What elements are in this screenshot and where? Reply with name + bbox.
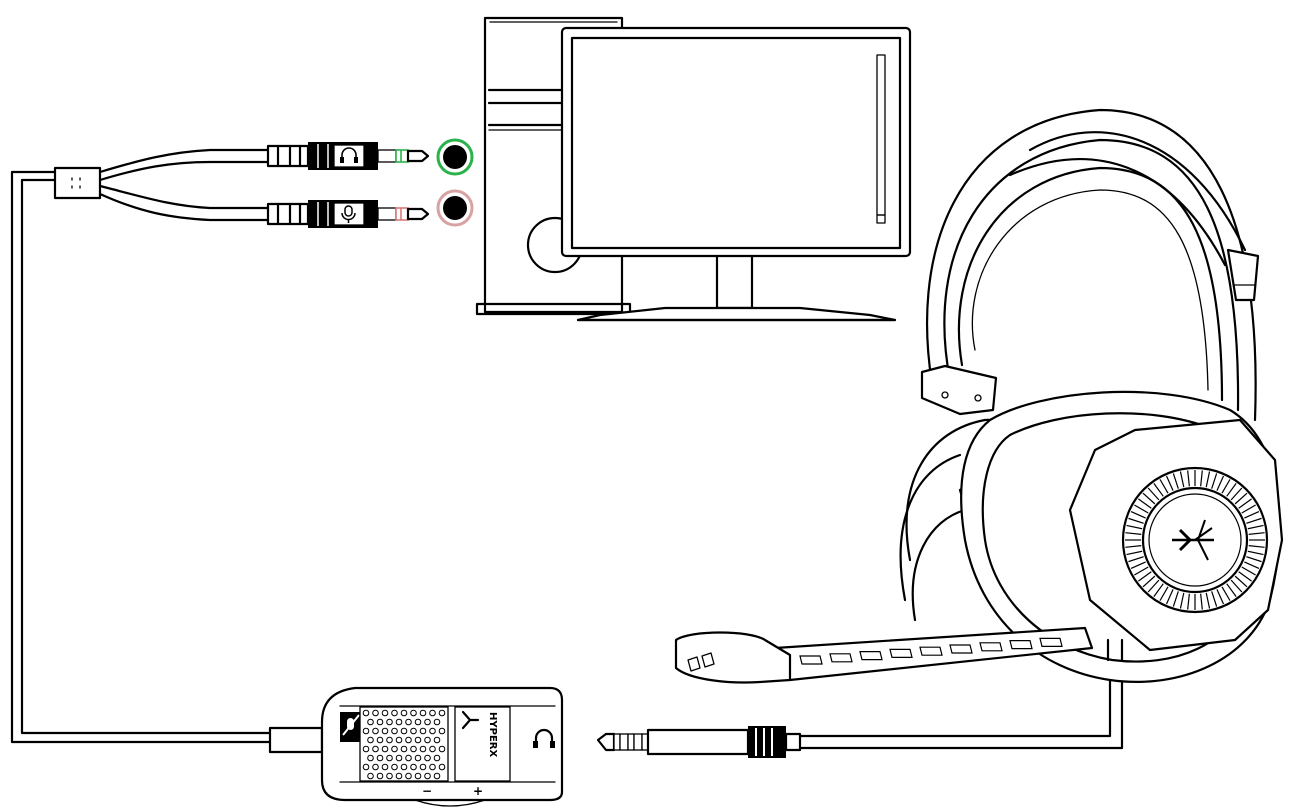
headset xyxy=(674,108,1284,684)
speaker-grille xyxy=(362,709,446,780)
headphone-plug xyxy=(266,142,430,170)
headset-plug xyxy=(596,658,1124,758)
mic-plug xyxy=(266,200,430,228)
headphone-icon xyxy=(533,728,555,748)
svg-text:+: + xyxy=(473,784,483,798)
volume-up-label: + xyxy=(473,784,483,798)
mic-boom-slots xyxy=(799,637,1063,665)
microphone-icon xyxy=(341,205,356,223)
earcup-ring xyxy=(1125,470,1265,610)
brand-logo-text: HYPERX xyxy=(487,712,498,757)
mic-mute-icon xyxy=(340,712,362,742)
control-box: HYPERX − + xyxy=(268,686,564,807)
splitter-cable xyxy=(10,148,272,744)
hyperx-logo-icon xyxy=(1172,519,1214,561)
computer-monitor xyxy=(560,26,912,322)
mic-jack xyxy=(436,189,474,227)
headphone-jack xyxy=(436,138,474,176)
svg-text:−: − xyxy=(422,784,432,798)
headphone-icon xyxy=(340,147,358,163)
volume-down-label: − xyxy=(422,784,432,798)
